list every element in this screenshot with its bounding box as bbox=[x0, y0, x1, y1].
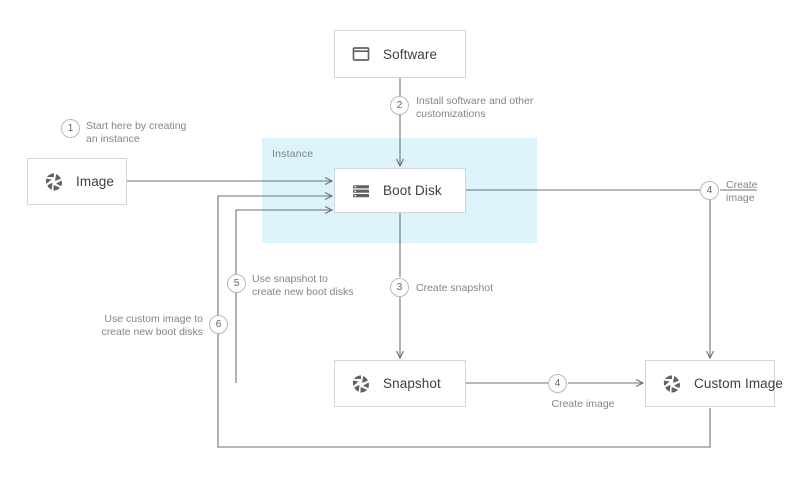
node-custom-image[interactable]: Custom Image bbox=[645, 360, 783, 407]
step-caption-1: Start here by creating an instance bbox=[86, 120, 187, 145]
step-marker-4-bottom[interactable]: 4 bbox=[548, 374, 567, 393]
node-software[interactable]: Software bbox=[334, 30, 466, 78]
step-marker-3[interactable]: 3 bbox=[390, 278, 409, 297]
step-caption-2: Install software and other customization… bbox=[416, 95, 534, 120]
node-custom-image-label: Custom Image bbox=[694, 376, 783, 391]
step-marker-5[interactable]: 5 bbox=[227, 274, 246, 293]
step-caption-5: Use snapshot to create new boot disks bbox=[252, 273, 354, 298]
step-marker-2[interactable]: 2 bbox=[390, 96, 409, 115]
node-image-label: Image bbox=[76, 174, 115, 189]
step-caption-3: Create snapshot bbox=[416, 282, 494, 294]
aperture-icon bbox=[45, 172, 62, 191]
aperture-icon bbox=[663, 374, 680, 393]
node-boot-disk[interactable]: Boot Disk bbox=[334, 168, 466, 213]
step-caption-6: Use custom image to create new boot disk… bbox=[101, 313, 203, 338]
instance-panel-label: Instance bbox=[272, 148, 314, 160]
step-marker-4-right[interactable]: 4 bbox=[700, 181, 719, 200]
step-marker-6[interactable]: 6 bbox=[209, 315, 228, 334]
node-snapshot-label: Snapshot bbox=[383, 376, 441, 391]
step-marker-1[interactable]: 1 bbox=[61, 119, 80, 138]
disk-stack-icon bbox=[353, 184, 369, 197]
step-caption-4-right: Create image bbox=[726, 179, 758, 204]
node-software-label: Software bbox=[383, 46, 438, 62]
window-icon bbox=[352, 47, 370, 61]
step-caption-4-bottom: Create image bbox=[551, 398, 615, 410]
node-image[interactable]: Image bbox=[27, 158, 127, 205]
aperture-icon bbox=[352, 374, 369, 393]
node-boot-disk-label: Boot Disk bbox=[383, 183, 442, 198]
node-snapshot[interactable]: Snapshot bbox=[334, 360, 466, 407]
